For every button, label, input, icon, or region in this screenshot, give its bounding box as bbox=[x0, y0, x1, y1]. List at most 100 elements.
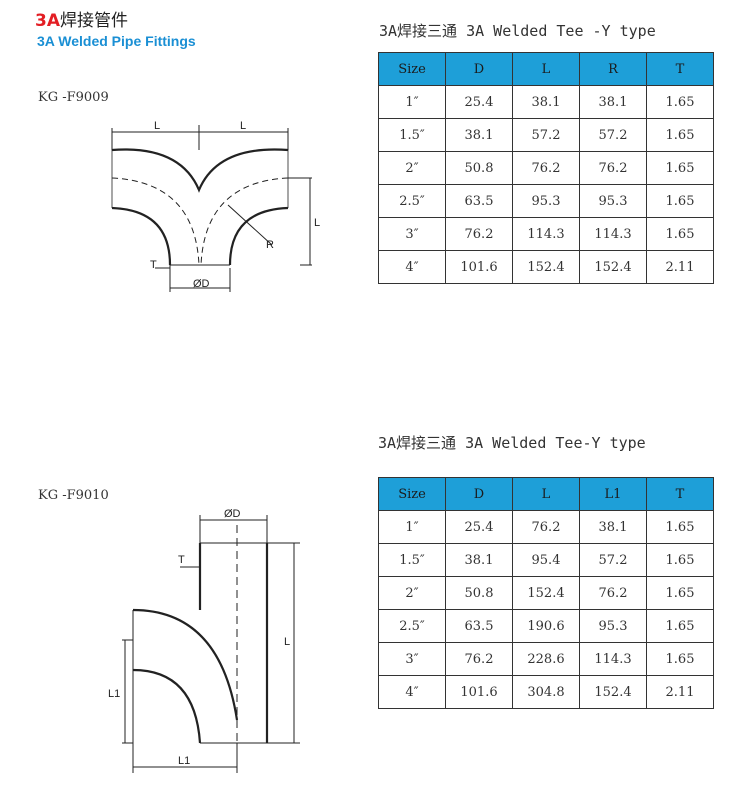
table-cell: 63.5 bbox=[445, 184, 513, 218]
table-cell: 1.65 bbox=[646, 184, 714, 218]
table-cell: 228.6 bbox=[512, 642, 580, 676]
table-cell: 38.1 bbox=[512, 85, 580, 119]
table-cell: 63.5 bbox=[445, 609, 513, 643]
table-cell: 95.3 bbox=[579, 184, 647, 218]
table-cell: 50.8 bbox=[445, 576, 513, 610]
table-cell: 38.1 bbox=[445, 118, 513, 152]
table-cell: 152.4 bbox=[512, 250, 580, 284]
table-cell: 57.2 bbox=[579, 118, 647, 152]
table-cell: 1.5″ bbox=[378, 118, 446, 152]
table-cell: 1.65 bbox=[646, 642, 714, 676]
column-header: R bbox=[579, 52, 647, 86]
table-cell: 101.6 bbox=[445, 250, 513, 284]
table-cell: 3″ bbox=[378, 217, 446, 251]
table-cell: 2.11 bbox=[646, 675, 714, 709]
table-cell: 1.65 bbox=[646, 576, 714, 610]
table-cell: 25.4 bbox=[445, 85, 513, 119]
table-cell: 152.4 bbox=[512, 576, 580, 610]
table-cell: 57.2 bbox=[579, 543, 647, 577]
table-cell: 101.6 bbox=[445, 675, 513, 709]
table-cell: 1.65 bbox=[646, 609, 714, 643]
table-cell: 1.65 bbox=[646, 510, 714, 544]
brand-accent: 3A bbox=[35, 11, 60, 31]
table-cell: 95.3 bbox=[579, 609, 647, 643]
table-cell: 76.2 bbox=[512, 151, 580, 185]
fitting1-label-l-left: L bbox=[154, 120, 160, 132]
brand-rest: 焊接管件 bbox=[60, 11, 128, 31]
table-cell: 304.8 bbox=[512, 675, 580, 709]
table-cell: 152.4 bbox=[579, 250, 647, 284]
table-cell: 1.65 bbox=[646, 85, 714, 119]
fitting1-label-r: R bbox=[266, 239, 274, 251]
table-cell: 38.1 bbox=[579, 85, 647, 119]
table-cell: 114.3 bbox=[579, 217, 647, 251]
table-cell: 76.2 bbox=[512, 510, 580, 544]
fitting2-drawing: ØD T L L1 L1 bbox=[108, 508, 300, 773]
table-cell: 76.2 bbox=[445, 217, 513, 251]
column-header: T bbox=[646, 52, 714, 86]
table-cell: 1.5″ bbox=[378, 543, 446, 577]
table-cell: 1″ bbox=[378, 85, 446, 119]
table-cell: 38.1 bbox=[579, 510, 647, 544]
fitting2-label-l1-bottom: L1 bbox=[178, 755, 190, 767]
table-cell: 152.4 bbox=[579, 675, 647, 709]
column-header: L1 bbox=[579, 477, 647, 511]
fitting1-code: KG -F9009 bbox=[38, 90, 109, 105]
column-header: T bbox=[646, 477, 714, 511]
table-cell: 2.5″ bbox=[378, 184, 446, 218]
column-header: D bbox=[445, 477, 513, 511]
fitting1-label-od: ØD bbox=[193, 278, 210, 290]
table-cell: 1.65 bbox=[646, 118, 714, 152]
table-cell: 2″ bbox=[378, 576, 446, 610]
column-header: L bbox=[512, 52, 580, 86]
table-cell: 2.5″ bbox=[378, 609, 446, 643]
page-subtitle: 3A Welded Pipe Fittings bbox=[37, 33, 196, 49]
fitting2-label-t: T bbox=[178, 554, 185, 566]
fitting1-label-t: T bbox=[150, 259, 157, 271]
table-cell: 1.65 bbox=[646, 543, 714, 577]
table-cell: 190.6 bbox=[512, 609, 580, 643]
fitting1-label-l-side: L bbox=[314, 217, 320, 229]
fitting1-label-l-right: L bbox=[240, 120, 246, 132]
fitting1-drawing: L L L R T ØD bbox=[111, 120, 320, 292]
fitting2-label-l1-side: L1 bbox=[108, 688, 120, 700]
table-cell: 114.3 bbox=[512, 217, 580, 251]
table-cell: 76.2 bbox=[445, 642, 513, 676]
brand-title: 3A焊接管件 bbox=[35, 6, 128, 31]
fitting2-label-l: L bbox=[284, 636, 290, 648]
table-cell: 4″ bbox=[378, 250, 446, 284]
table-cell: 76.2 bbox=[579, 576, 647, 610]
column-header: D bbox=[445, 52, 513, 86]
table-cell: 114.3 bbox=[579, 642, 647, 676]
column-header: Size bbox=[378, 477, 446, 511]
table-cell: 95.4 bbox=[512, 543, 580, 577]
table-cell: 3″ bbox=[378, 642, 446, 676]
table-cell: 1.65 bbox=[646, 217, 714, 251]
table-cell: 57.2 bbox=[512, 118, 580, 152]
table-cell: 50.8 bbox=[445, 151, 513, 185]
table-cell: 76.2 bbox=[579, 151, 647, 185]
table-cell: 38.1 bbox=[445, 543, 513, 577]
table-cell: 25.4 bbox=[445, 510, 513, 544]
fitting2-label-od: ØD bbox=[224, 508, 241, 520]
fitting2-code: KG -F9010 bbox=[38, 488, 109, 503]
table-cell: 2.11 bbox=[646, 250, 714, 284]
fitting2-title: 3A焊接三通 3A Welded Tee-Y type bbox=[378, 434, 646, 452]
column-header: L bbox=[512, 477, 580, 511]
table-cell: 4″ bbox=[378, 675, 446, 709]
